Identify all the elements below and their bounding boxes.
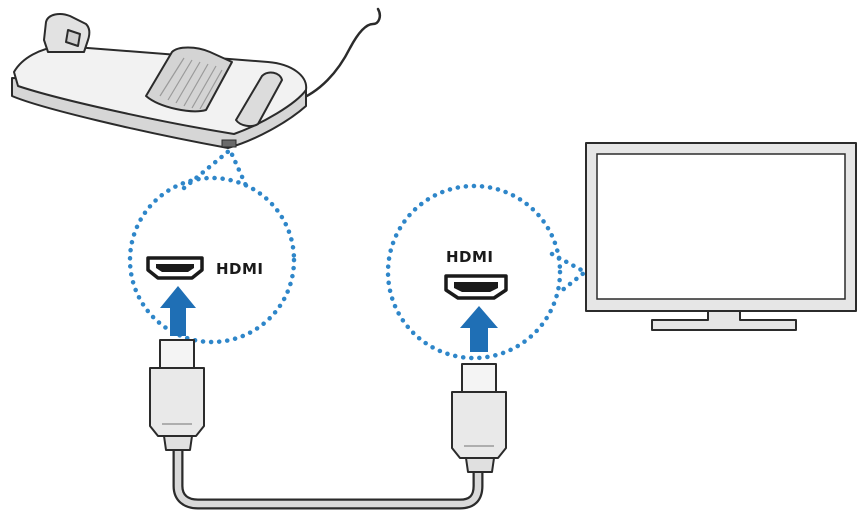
dock-groove-center: [145, 46, 233, 113]
dock-groove-right: [235, 71, 283, 128]
hdmi-cable: [149, 339, 507, 510]
dock-port-callout: HDMI: [127, 146, 297, 345]
dock-device: [11, 7, 382, 149]
tv-hdmi-label: HDMI: [446, 248, 494, 266]
tv-callout-pointer: [549, 251, 590, 295]
dock-power-cord: [294, 7, 382, 103]
dock-hdmi-label: HDMI: [216, 260, 264, 278]
tv-stand: [651, 310, 797, 331]
hdmi-plug-right: [451, 363, 507, 473]
dock-zoom-circle: [127, 175, 297, 345]
dock-stand-plug: [65, 29, 81, 47]
hdmi-cable-wire-fill: [174, 444, 482, 508]
dock-callout-pointer: [181, 146, 251, 193]
tv-screen: [596, 153, 846, 300]
dock-groove-ridges: [159, 57, 223, 110]
tv-zoom-circle: [385, 183, 563, 361]
hdmi-port-icon: [444, 274, 508, 300]
tv-port-callout: HDMI: [385, 183, 590, 361]
up-arrow-icon: [460, 306, 498, 352]
hdmi-plug-left: [149, 339, 205, 451]
hdmi-port-icon: [146, 256, 204, 280]
hdmi-cable-wire: [172, 442, 484, 510]
dock-hdmi-port: [221, 139, 237, 148]
tv-monitor: [585, 142, 857, 331]
up-arrow-icon: [160, 286, 196, 336]
